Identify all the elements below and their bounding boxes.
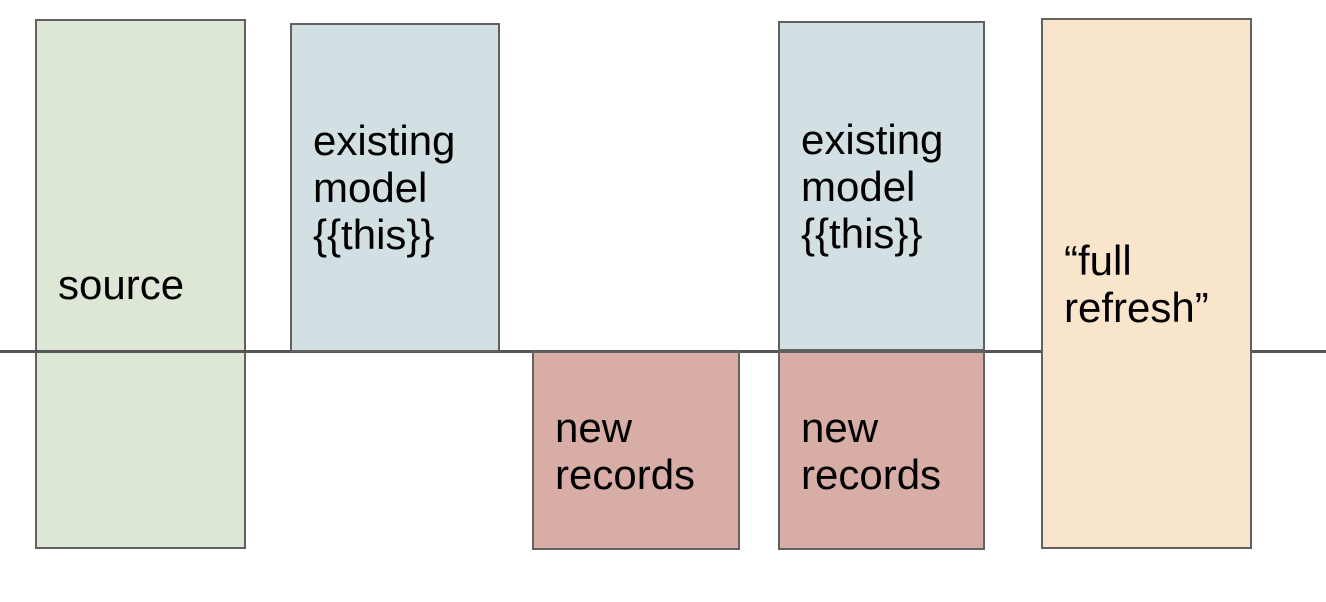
new-records-box-1: new records (532, 351, 740, 550)
source-box: source (35, 19, 246, 549)
full-refresh-box-label: “full refresh” (1064, 236, 1209, 331)
full-refresh-box: “full refresh” (1041, 18, 1252, 549)
new-records-box-1-label: new records (555, 403, 696, 498)
existing-model-box-1: existing model {{this}} (290, 23, 500, 352)
existing-model-box-1-label: existing model {{this}} (313, 117, 456, 258)
existing-model-box-2-label: existing model {{this}} (801, 115, 944, 257)
new-records-box-2-label: new records (801, 403, 942, 498)
existing-model-box-2: existing model {{this}} (778, 21, 985, 351)
new-records-box-2: new records (778, 351, 985, 550)
source-box-label: source (58, 260, 185, 308)
